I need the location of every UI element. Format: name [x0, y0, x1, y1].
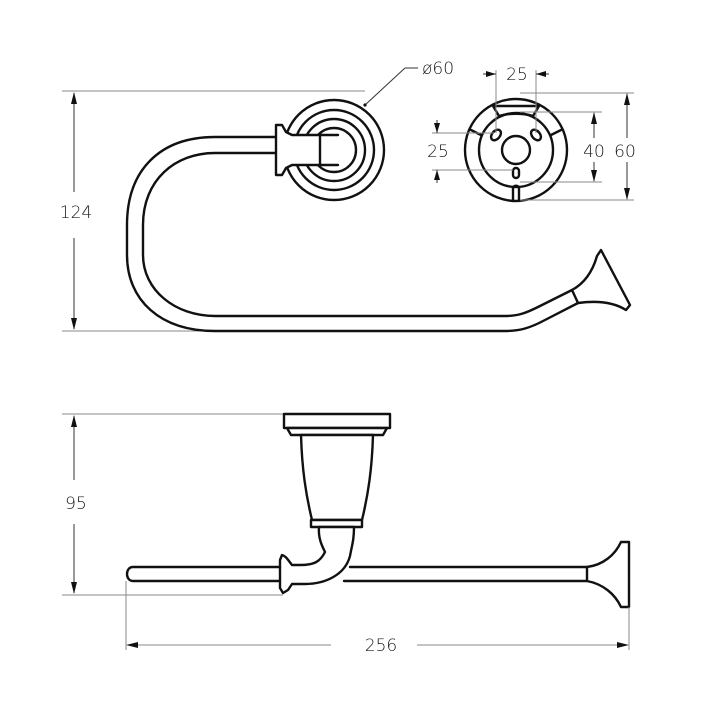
dimension-60: 60 [520, 92, 636, 201]
front-view: 95 256 [62, 412, 631, 656]
dimension-label-25-h: 25 [506, 65, 528, 85]
wall-mount-top [274, 98, 386, 202]
dimension-25-vertical: 25 [427, 120, 513, 183]
dimension-label-124: 124 [60, 203, 92, 223]
base-plate-view: 25 25 40 [427, 65, 636, 203]
rod-end-flare [585, 540, 631, 650]
dimension-label-40: 40 [583, 142, 605, 162]
dimension-256: 256 [126, 636, 629, 656]
dimension-95: 95 [62, 413, 284, 596]
dimension-diameter-60: ø60 [363, 59, 454, 107]
ring-arm [125, 135, 632, 333]
wall-mount-front [278, 412, 392, 595]
dimension-label-60: 60 [614, 142, 636, 162]
rod [125, 565, 589, 650]
dimension-25-horizontal: 25 [483, 65, 549, 133]
top-view: 124 ø60 [60, 59, 632, 333]
dimension-40: 40 [520, 111, 605, 183]
dimension-label-95: 95 [65, 494, 87, 514]
dimension-label-256: 256 [365, 636, 397, 656]
dimension-label-25-v: 25 [427, 142, 449, 162]
dimension-label-diameter: ø60 [422, 59, 454, 79]
dimension-124: 124 [60, 90, 365, 332]
